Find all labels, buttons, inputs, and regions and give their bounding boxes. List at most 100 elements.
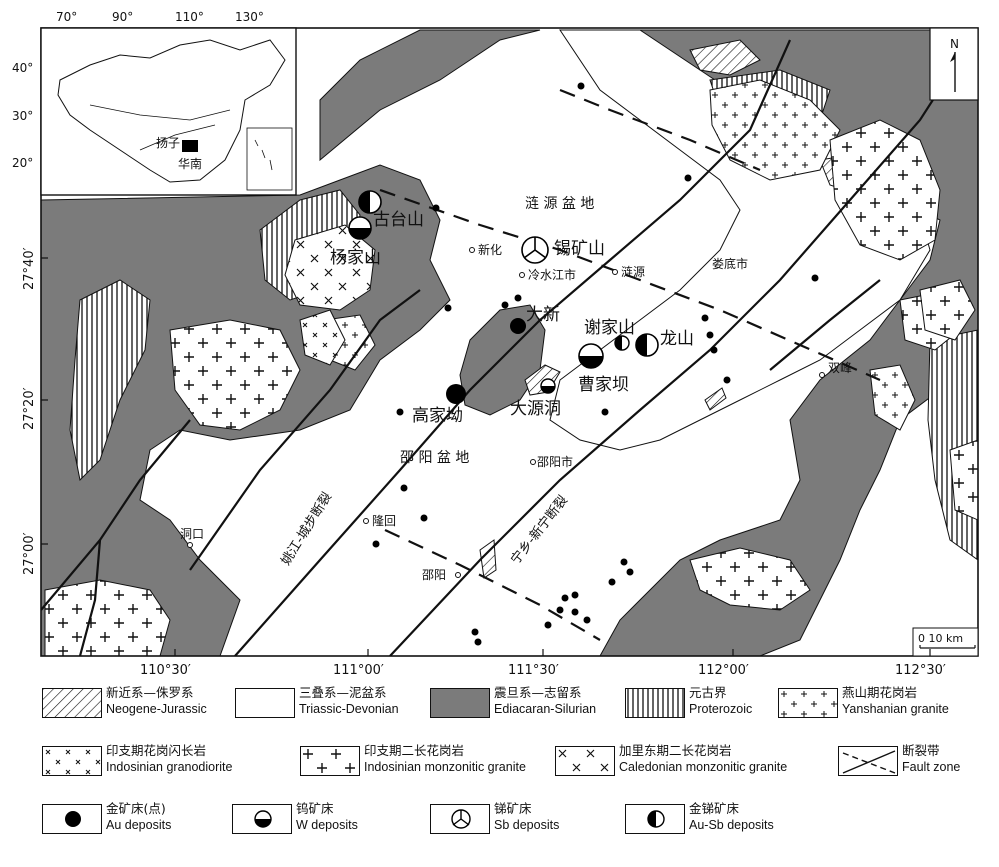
map-body: [41, 28, 978, 656]
inset-map: 扬子 华南 40° 30° 20°: [12, 27, 297, 196]
unit-indosinian-monzo-w: [169, 319, 301, 431]
au-point: [620, 558, 628, 566]
unit-yanshanian-granite-east: [869, 364, 916, 431]
unit-indosinian-granodiorite: [299, 309, 346, 366]
city-label-shaoyang-city: 邵阳市: [537, 454, 573, 469]
unit-proterozoic-w: [69, 279, 151, 482]
legend-en: Neogene-Jurassic: [106, 702, 207, 716]
legend-cn: 锑矿床: [494, 801, 532, 816]
deposit-label-longshan: 龙山: [660, 329, 694, 349]
unit-indosinian-monzo-ne: [829, 119, 941, 261]
city-label-lengshuijiang: 冷水江市: [528, 267, 576, 282]
legend-en: W deposits: [296, 818, 358, 832]
legend-en: Indosinian monzonitic granite: [364, 760, 526, 774]
w-deposit-caojiaba: [578, 343, 604, 369]
scale-bar: 0 10 km: [912, 627, 979, 657]
city-label-loudi: 娄底市: [712, 256, 748, 271]
inset-south-sea-islands: [254, 139, 273, 171]
legend-cn: 金锑矿床: [689, 801, 740, 816]
legend-en: Au-Sb deposits: [689, 818, 774, 832]
inset-lat-tick: 30°: [12, 109, 33, 123]
unit-neogene-jurassic-n: [689, 39, 761, 76]
fault-lines: [41, 39, 966, 656]
legend-en: Proterozoic: [689, 702, 753, 716]
north-label: N: [950, 37, 959, 51]
legend-cn: 燕山期花岗岩: [842, 685, 918, 700]
lon-tick: 112°00′: [698, 663, 749, 678]
au-point: [811, 274, 819, 282]
au-deposit-daxin: [510, 318, 526, 334]
city-marker: [363, 518, 369, 524]
fault-dashed-2: [379, 188, 881, 382]
deposit-label-xiejiashan: 谢家山: [584, 318, 635, 338]
au-point: [432, 204, 440, 212]
city-label-longhui: 隆回: [372, 513, 396, 528]
legend-swatch: [555, 746, 615, 776]
legend-swatch: [625, 688, 685, 718]
au-point: [710, 346, 718, 354]
inset-block-line: [139, 124, 216, 151]
city-label-shaoyang: 邵阳: [422, 568, 446, 582]
legend-cn: 钨矿床: [296, 801, 334, 816]
inset-label-yangzi: 扬子: [156, 135, 180, 150]
city-label-lianyuan: 涟源: [621, 264, 645, 279]
au-point: [723, 376, 731, 384]
legend-en: Ediacaran-Silurian: [494, 702, 597, 716]
unit-indosinian-monzo-se: [689, 547, 811, 611]
au-point: [571, 591, 579, 599]
inset-lat-tick: 20°: [12, 156, 33, 170]
ausb-deposit-xiejiashan: [614, 335, 630, 351]
lon-tick: 110°30′: [140, 663, 191, 678]
au-point: [556, 606, 564, 614]
inset-lon-tick: 110°: [175, 10, 204, 24]
city-label-xinhua: 新化: [478, 242, 502, 257]
inset-china-outline: [57, 39, 286, 183]
au-point: [577, 82, 585, 90]
legend-swatch: [42, 804, 102, 834]
au-points: [372, 82, 819, 646]
legend-en: Caledonian monzonitic granite: [619, 760, 788, 774]
au-point: [601, 408, 609, 416]
inset-study-area: [182, 140, 198, 152]
legend-swatch: [300, 746, 360, 776]
deposit-label-caojiaba: 曹家坝: [578, 375, 629, 395]
north-arrow: N: [929, 27, 979, 101]
au-point: [420, 514, 428, 522]
city-marker: [187, 542, 193, 548]
fault-ne-minor: [769, 279, 881, 371]
au-point: [684, 174, 692, 182]
deposit-label-yangjiashan: 杨家山: [330, 248, 381, 268]
lat-ticks: 27°40′ 27°20′ 27°00′: [22, 247, 37, 575]
inset-south-sea-box: [246, 127, 293, 191]
au-point: [400, 484, 408, 492]
legend-swatch: [42, 746, 102, 776]
legend-cn: 震旦系—志留系: [494, 685, 582, 700]
au-point: [571, 608, 579, 616]
lon-tick-marks: [174, 649, 931, 656]
city-marker: [519, 272, 525, 278]
legend-swatch: [778, 688, 838, 718]
sb-deposit-xikuangshan: [521, 236, 549, 264]
au-point: [701, 314, 709, 322]
legend-cn: 印支期花岗闪长岩: [106, 743, 207, 758]
au-point: [608, 578, 616, 586]
legend-en: Indosinian granodiorite: [106, 760, 233, 774]
legend-swatch: [232, 804, 292, 834]
fault-yaojiang: [189, 289, 421, 571]
city-marker: [819, 372, 825, 378]
au-point: [583, 616, 591, 624]
lat-tick: 27°40′: [22, 247, 37, 290]
legend-en: Triassic-Devonian: [299, 702, 399, 716]
inset-lon-tick: 70°: [56, 10, 77, 24]
city-label-dongkou: 洞口: [180, 527, 204, 541]
scale-label: 0 10 km: [918, 632, 963, 645]
au-point: [706, 331, 714, 339]
legend-en: Au deposits: [106, 818, 172, 832]
au-point: [372, 540, 380, 548]
major-deposits: 古台山 杨家山 锡矿山 大新 谢家山 曹家坝: [330, 190, 694, 426]
legend-swatch: [430, 804, 490, 834]
ausb-deposit-gutaishan: [358, 190, 382, 214]
lon-tick: 111°00′: [333, 663, 384, 678]
legend-swatch: [430, 688, 490, 718]
legend-cn: 三叠系—泥盆系: [299, 685, 387, 700]
